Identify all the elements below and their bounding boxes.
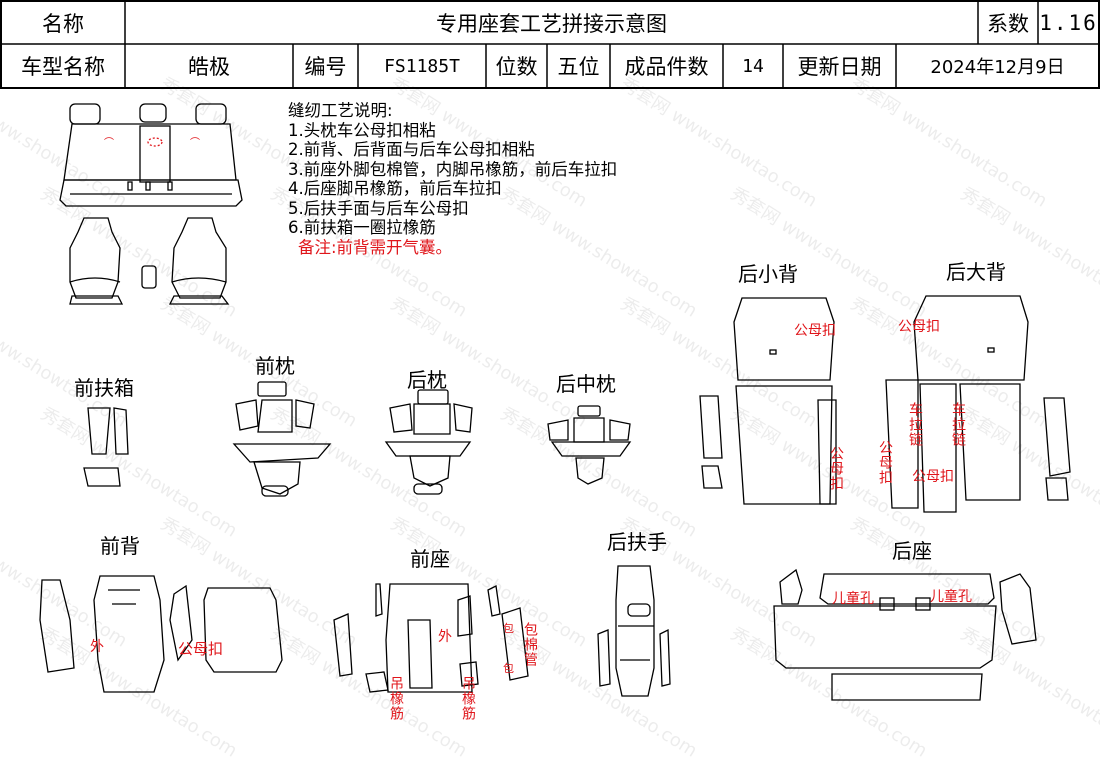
update-label: 更新日期 [797,55,882,79]
annot-child-hole-right: 儿童孔 [930,589,972,605]
annot-pull-left: 车拉链 [907,402,923,447]
annot-child-hole-left: 儿童孔 [832,591,874,607]
overview-mark-left: ⌒ [104,138,114,149]
notes-item-1: 1.头枕车公母扣相粘 [288,120,436,140]
label-front-headrest: 前枕 [255,354,295,378]
code-value: FS1185T [384,55,460,77]
label-rear-headrest: 后枕 [407,368,447,392]
front-headrest-pieces [232,381,332,497]
pieces-value: 14 [742,55,764,77]
annot-wrap-top: 包 [503,622,514,635]
pattern-drawing [39,103,1071,701]
header-grid [0,0,1100,89]
label-front-back: 前背 [100,534,140,558]
rear-seat-pieces [773,568,1037,701]
notes-item-5: 5.后扶手面与后车公母扣 [288,198,469,218]
notes-remark: 备注:前背需开气囊。 [298,237,453,257]
rear-mid-headrest-pieces [547,405,632,485]
notes-item-6: 6.前扶箱一圈拉橡筋 [288,218,436,237]
seats-label: 位数 [495,55,538,79]
model-value: 皓极 [188,55,230,79]
notes-title: 缝纫工艺说明: [288,101,393,120]
label-front-armbox: 前扶箱 [74,376,134,400]
annot-hang-elastic-left: 吊橡筋 [388,676,404,721]
coef-label: 系数 [987,11,1029,36]
seats-value: 五位 [557,55,600,79]
front-back-pieces [39,575,283,693]
annot-pull-right: 车拉链 [950,402,966,447]
annot-snap-big-back: 公母扣 [898,319,940,335]
annot-snap-small-back-side: 公母扣 [828,446,844,491]
annot-wrap-bottom: 包 [503,662,514,675]
rear-big-back-pieces [885,295,1071,513]
pieces-label: 成品件数 [624,55,709,79]
coef-value: 1.16 [1039,10,1098,35]
sewing-notes: 缝纫工艺说明: 1.头枕车公母扣相粘 2.前背、后背面与后车公母扣相粘 3.前座… [288,101,617,257]
doc-title: 专用座套工艺拼接示意图 [436,11,667,36]
front-armbox-pieces [83,407,129,487]
label-front-seat: 前座 [410,547,450,571]
overview-mark-right: ⌒ [190,138,200,149]
notes-item-2: 2.前背、后背面与后车公母扣相粘 [288,140,535,159]
annot-snap-big-back-bottom: 公母扣 [912,469,954,485]
annot-wrap-pipe: 包棉管 [522,622,538,667]
annot-snap-small-back: 公母扣 [794,323,836,339]
notes-item-3: 3.前座外脚包棉管，内脚吊橡筋，前后车拉扣 [288,159,618,179]
annot-outer-front-seat: 外 [438,629,452,645]
label-rear-mid-headrest: 后中枕 [556,372,616,396]
overview-front-seats [69,217,230,305]
rear-headrest-pieces [384,389,473,495]
label-rear-big-back: 后大背 [946,260,1006,284]
update-value: 2024年12月9日 [930,57,1065,78]
annot-outer-front-back: 外 [90,639,104,655]
notes-item-4: 4.后座脚吊橡筋，前后车拉扣 [288,179,502,198]
code-label: 编号 [304,55,347,79]
model-label: 车型名称 [21,55,105,79]
annot-hang-elastic-right: 吊橡筋 [460,676,476,721]
overview-rear-seat [59,103,243,207]
rear-small-back-pieces [699,297,837,505]
annot-snap-front-back: 公母扣 [178,640,224,658]
front-seat-pieces [333,583,529,693]
label-rear-armrest: 后扶手 [607,530,667,554]
header-table: 名称 专用座套工艺拼接示意图 系数 1.16 车型名称 皓极 编号 FS1185… [0,0,1100,90]
name-label: 名称 [42,11,84,36]
rear-armrest-pieces [597,565,671,697]
label-rear-small-back: 后小背 [738,262,798,286]
annot-snap-big-back-side: 公母扣 [877,440,893,485]
label-rear-seat: 后座 [892,539,932,563]
